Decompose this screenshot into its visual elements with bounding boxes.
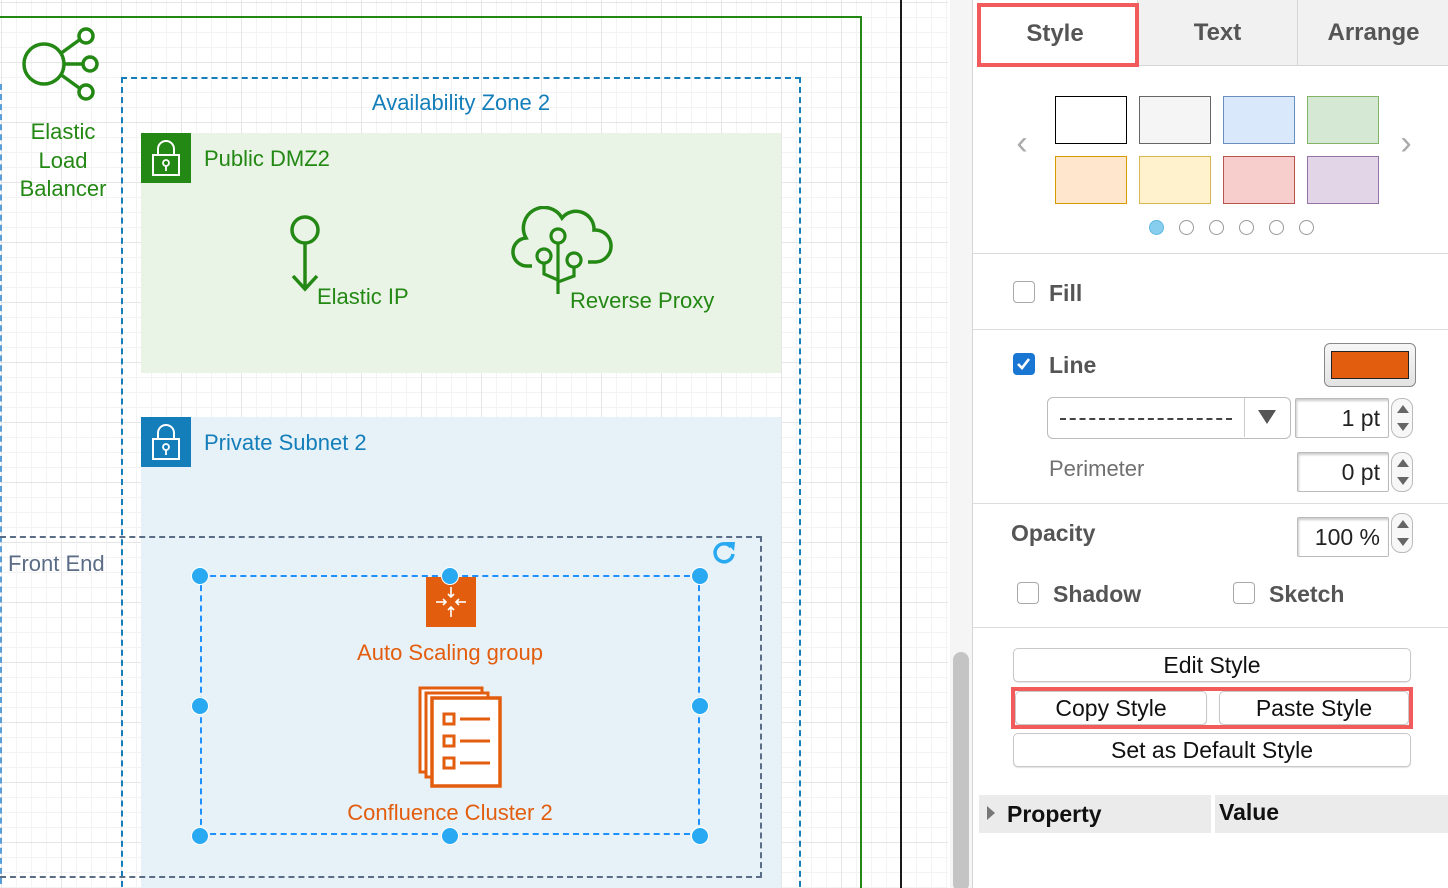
dashed-pattern-preview <box>1060 418 1232 420</box>
auto-scaling-icon <box>426 577 476 627</box>
resize-handle-right[interactable] <box>691 697 709 715</box>
canvas-scrollbar-thumb[interactable] <box>953 652 969 888</box>
value-column-header: Value <box>1215 795 1448 833</box>
expand-triangle-icon[interactable] <box>987 806 995 820</box>
private-subnet-group[interactable] <box>141 417 781 888</box>
fill-section: Fill <box>973 254 1448 330</box>
swatch-page-dot-6[interactable] <box>1299 220 1314 235</box>
public-dmz-title: Public DMZ2 <box>204 146 330 171</box>
public-subnet-lock-icon <box>141 133 191 183</box>
swatch-page-dot-2[interactable] <box>1179 220 1194 235</box>
availability-zone-2[interactable] <box>121 77 801 888</box>
resize-handle-bottom[interactable] <box>441 827 459 845</box>
style-swatch-4[interactable] <box>1307 96 1379 144</box>
swatch-prev-icon[interactable]: ‹ <box>1016 124 1028 162</box>
fill-checkbox[interactable] <box>1013 281 1035 303</box>
swatch-page-dot-3[interactable] <box>1209 220 1224 235</box>
elastic-ip-icon[interactable] <box>282 212 328 296</box>
select-separator <box>1244 398 1245 437</box>
perimeter-stepper[interactable] <box>1391 452 1413 492</box>
checkmark-icon <box>1017 358 1031 370</box>
tab-style[interactable]: Style <box>973 0 1137 67</box>
opacity-stepper[interactable] <box>1391 513 1413 553</box>
style-swatch-2[interactable] <box>1139 96 1211 144</box>
property-column-header[interactable]: Property <box>979 795 1211 833</box>
perimeter-input[interactable]: 0 pt <box>1297 452 1389 492</box>
page-boundary <box>900 0 902 888</box>
confluence-cluster-label: Confluence Cluster 2 <box>347 800 553 825</box>
vpc-group-border[interactable] <box>0 16 862 888</box>
line-checkbox[interactable] <box>1013 353 1035 375</box>
edit-style-button[interactable]: Edit Style <box>1013 648 1411 682</box>
public-dmz-group[interactable] <box>141 133 781 373</box>
elb-connector-line[interactable] <box>0 84 2 888</box>
shadow-sketch-section: Shadow Sketch <box>973 562 1448 628</box>
resize-handle-bottom-right[interactable] <box>691 827 709 845</box>
elastic-load-balancer-icon[interactable] <box>20 24 100 104</box>
tab-arrange[interactable]: Arrange <box>1297 0 1448 66</box>
line-width-stepper[interactable] <box>1391 398 1413 438</box>
elastic-ip-label: Elastic IP <box>317 284 409 309</box>
format-tabs: Style Text Arrange <box>973 0 1448 67</box>
style-swatches-section: ‹ › <box>973 66 1448 254</box>
tab-text[interactable]: Text <box>1137 0 1297 66</box>
line-section <box>973 330 1448 504</box>
auto-scaling-group-label: Auto Scaling group <box>357 640 543 665</box>
private-subnet-lock-icon <box>141 417 191 467</box>
swatch-page-dot-4[interactable] <box>1239 220 1254 235</box>
line-color-button[interactable] <box>1324 343 1416 387</box>
opacity-section: Opacity <box>973 504 1448 562</box>
reverse-proxy-label: Reverse Proxy <box>570 288 715 313</box>
line-label: Line <box>1049 352 1097 378</box>
swatch-page-dot-1[interactable] <box>1149 220 1164 235</box>
swatch-page-dot-5[interactable] <box>1269 220 1284 235</box>
resize-handle-left[interactable] <box>191 697 209 715</box>
availability-zone-title: Availability Zone 2 <box>371 90 551 115</box>
perimeter-label: Perimeter <box>1049 456 1145 481</box>
front-end-group[interactable] <box>0 536 762 878</box>
style-swatch-3[interactable] <box>1223 96 1295 144</box>
copy-style-button[interactable]: Copy Style <box>1015 691 1207 725</box>
swatch-next-icon[interactable]: › <box>1400 124 1412 162</box>
format-panel: Style Text Arrange ‹ › Fill Line 1 pt Pe… <box>972 0 1448 888</box>
resize-handle-top-right[interactable] <box>691 567 709 585</box>
opacity-input[interactable]: 100 % <box>1297 517 1389 557</box>
dropdown-triangle-icon <box>1258 410 1276 424</box>
resize-handle-top-left[interactable] <box>191 567 209 585</box>
private-subnet-title: Private Subnet 2 <box>204 430 367 455</box>
sketch-checkbox[interactable] <box>1233 582 1255 604</box>
style-swatch-6[interactable] <box>1139 156 1211 204</box>
front-end-label: Front End <box>8 551 105 576</box>
paste-style-button[interactable]: Paste Style <box>1219 691 1409 725</box>
shadow-label: Shadow <box>1053 581 1142 607</box>
resize-handle-top[interactable] <box>441 567 459 585</box>
line-width-input[interactable]: 1 pt <box>1295 398 1389 438</box>
sketch-label: Sketch <box>1269 581 1345 607</box>
opacity-label: Opacity <box>1011 520 1096 546</box>
style-swatch-8[interactable] <box>1307 156 1379 204</box>
resize-handle-bottom-left[interactable] <box>191 827 209 845</box>
fill-label: Fill <box>1049 280 1083 306</box>
rotate-handle-icon[interactable] <box>710 538 738 566</box>
shadow-checkbox[interactable] <box>1017 582 1039 604</box>
style-swatch-1[interactable] <box>1055 96 1127 144</box>
line-color-preview <box>1331 351 1409 379</box>
style-swatch-5[interactable] <box>1055 156 1127 204</box>
style-swatch-7[interactable] <box>1223 156 1295 204</box>
line-pattern-select[interactable] <box>1047 397 1291 439</box>
set-default-style-button[interactable]: Set as Default Style <box>1013 733 1411 767</box>
reverse-proxy-icon[interactable] <box>510 206 614 298</box>
confluence-cluster-icon[interactable] <box>416 684 506 790</box>
